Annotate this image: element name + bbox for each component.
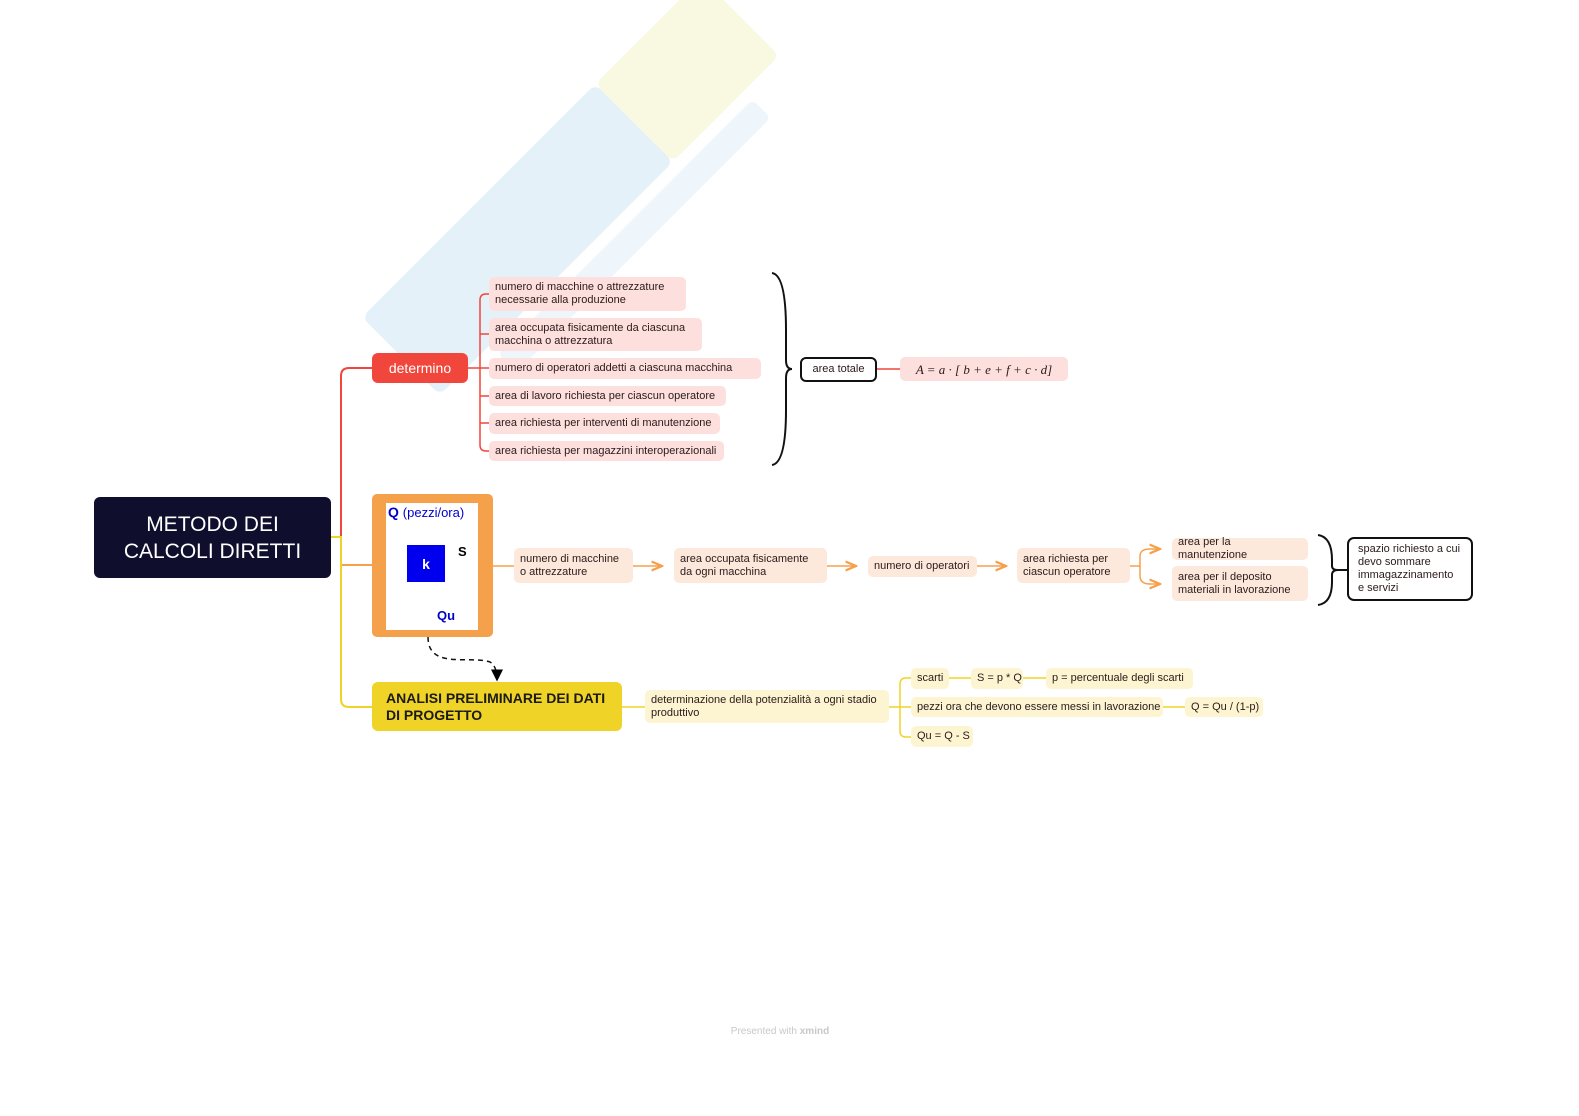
qu-formula-text: Qu = Q - S [917,730,970,742]
chain-step[interactable]: numero di macchine o attrezzature [514,548,633,583]
footer-text: Presented with [730,1026,797,1037]
item-text: area richiesta per magazzini interoperaz… [495,444,717,457]
s-output-label: S [458,544,467,559]
split-item[interactable]: area per la manutenzione [1172,536,1308,561]
determino-item[interactable]: area occupata fisicamente da ciascuna ma… [489,318,702,351]
split-text: area per la manutenzione [1178,536,1248,561]
process-diagram-image: Q (pezzi/ora) k S Qu [386,503,478,630]
pezzi-node[interactable]: pezzi ora che devono essere messi in lav… [911,697,1163,717]
item-text: numero di macchine o attrezzature necess… [495,281,665,306]
qu-output-label: Qu [437,608,456,623]
determino-item[interactable]: numero di macchine o attrezzature necess… [489,277,686,311]
step-text: area occupata fisicamente da ogni macchi… [680,552,809,578]
determino-item[interactable]: area richiesta per interventi di manuten… [489,413,720,434]
det-text: determinazione della potenzialità a ogni… [651,693,877,719]
footer-brand: xmind [799,1026,830,1037]
step-text: numero di operatori [874,560,970,572]
chain-step[interactable]: area richiesta per ciascun operatore [1017,548,1130,583]
analisi-topic[interactable]: ANALISI PRELIMINARE DEI DATI DI PROGETTO [372,682,622,731]
chain-step[interactable]: area occupata fisicamente da ogni macchi… [674,548,827,583]
spazio-text: spazio richiesto a cui devo sommare imma… [1358,543,1461,594]
root-title: METODO DEI CALCOLI DIRETTI [123,512,302,563]
step-text: numero di macchine o attrezzature [520,552,620,578]
footer-credit: Presented with xmind [700,1026,860,1037]
determino-item[interactable]: numero di operatori addetti a ciascuna m… [489,358,761,379]
scarti-text: scarti [917,672,944,684]
q-formula-text: Q = Qu / (1-p) [1191,700,1260,713]
step-text: area richiesta per ciascun operatore [1023,552,1111,578]
analisi-label: ANALISI PRELIMINARE DEI DATI DI PROGETTO [386,689,606,723]
q-input-label: Q (pezzi/ora) [388,504,465,520]
item-text: area richiesta per interventi di manuten… [495,417,712,429]
q-formula-node[interactable]: Q = Qu / (1-p) [1185,697,1263,717]
chain-step[interactable]: numero di operatori [868,556,977,577]
determino-item[interactable]: area di lavoro richiesta per ciascun ope… [489,386,726,406]
formula-text: A = a · [ b + e + f + c · d] [915,361,1053,377]
area-totale-label: area totale [812,363,865,375]
determinazione-node[interactable]: determinazione della potenzialità a ogni… [645,690,889,723]
item-text: area di lavoro richiesta per ciascun ope… [495,389,716,402]
process-diagram-topic[interactable]: Q (pezzi/ora) k S Qu [372,494,493,637]
item-text: numero di operatori addetti a ciascuna m… [495,362,733,374]
determino-topic[interactable]: determino [372,353,468,383]
s-formula-node[interactable]: S = p * Q [971,668,1023,689]
determino-label: determino [388,360,452,376]
k-machine-box: k [407,545,445,582]
determino-item[interactable]: area richiesta per magazzini interoperaz… [489,441,724,461]
formula-node[interactable]: A = a · [ b + e + f + c · d] [900,357,1068,381]
scarti-node[interactable]: scarti [911,668,949,689]
p-def-text: p = percentuale degli scarti [1052,672,1184,684]
p-definition-node[interactable]: p = percentuale degli scarti [1046,668,1193,689]
item-text: area occupata fisicamente da ciascuna ma… [495,321,686,347]
s-formula-text: S = p * Q [977,672,1022,684]
area-totale-node[interactable]: area totale [800,357,877,382]
split-item[interactable]: area per il deposito materiali in lavora… [1172,566,1308,601]
pezzi-text: pezzi ora che devono essere messi in lav… [917,700,1161,713]
split-text: area per il deposito materiali in lavora… [1178,570,1291,596]
root-topic[interactable]: METODO DEI CALCOLI DIRETTI [94,497,331,578]
qu-formula-node[interactable]: Qu = Q - S [911,726,973,747]
spazio-summary-node[interactable]: spazio richiesto a cui devo sommare imma… [1347,537,1473,601]
